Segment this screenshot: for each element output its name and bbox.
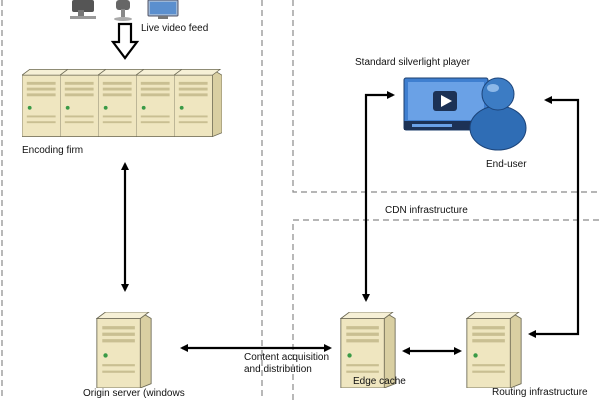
edge-cache-label: Edge cache: [353, 376, 406, 387]
edge-player-arrow: [362, 91, 395, 302]
monitor-icon: [147, 0, 179, 19]
server-icon: [174, 68, 222, 138]
live-video-feed-label: Live video feed: [141, 23, 209, 34]
end-user-region-border: [292, 0, 600, 193]
routing-infrastructure-label: Routing infrastructure: [492, 387, 588, 398]
live-feed-down-arrow: [110, 22, 140, 60]
origin-server-icon: [96, 312, 152, 388]
video-player-icon: [403, 77, 489, 131]
end-user-label: End-user: [486, 159, 527, 170]
encoding-firm-label: Encoding firm: [22, 145, 84, 156]
connector-arrows: [121, 91, 580, 355]
camera-icon: [70, 0, 96, 19]
routing-server-icon: [466, 312, 522, 388]
standard-player-label: Standard silverlight player: [355, 57, 471, 68]
source-devices: [70, 0, 179, 21]
routing-user-arrow: [528, 96, 580, 338]
encoding-servers: [22, 68, 222, 138]
content-acquisition-label-line1: Content acquisition: [244, 352, 330, 363]
microphone-icon: [114, 0, 132, 21]
user-icon: [469, 77, 527, 151]
cdn-region-border: [292, 219, 600, 400]
origin-server-label: Origin server (windows: [83, 388, 185, 399]
cdn-infrastructure-label: CDN infrastructure: [385, 205, 468, 216]
content-acquisition-label-line2: and distribution: [244, 364, 312, 375]
